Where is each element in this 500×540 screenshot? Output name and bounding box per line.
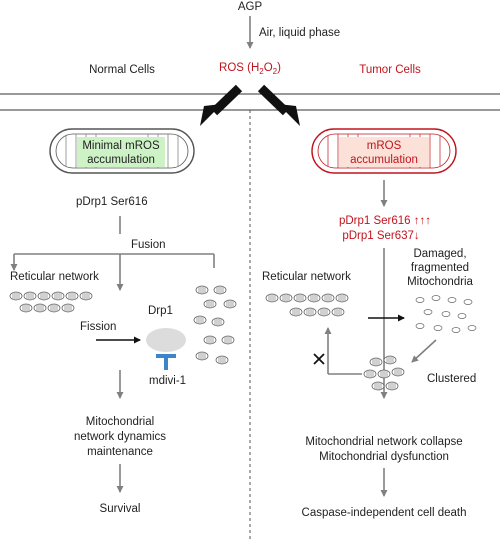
drp1-label: Drp1 <box>148 305 173 317</box>
ros-label: ROS (H2O2) <box>219 62 281 76</box>
tumor-pdrp1-637: pDrp1 Ser637↓ <box>342 230 419 242</box>
tumor-outcome-2: Mitochondrial dysfunction <box>319 451 449 463</box>
block-x-icon <box>313 353 325 365</box>
tumor-outcome-1: Mitochondrial network collapse <box>305 436 462 448</box>
normal-outcome-2: network dynamics <box>74 431 166 443</box>
normal-outcome-1: Mitochondrial <box>86 416 154 428</box>
tumor-mros-label-2: accumulation <box>350 154 418 166</box>
arrow-to-normal <box>200 84 243 126</box>
blocked-fusion-loop <box>324 327 362 375</box>
clustered-label: Clustered <box>427 373 476 385</box>
tumor-fragmented-mitochondria <box>415 295 477 333</box>
cell-death-label: Caspase-independent cell death <box>302 507 467 519</box>
inhibitor-symbol <box>156 354 176 370</box>
tumor-cells-header: Tumor Cells <box>359 64 421 76</box>
survival-label: Survival <box>100 503 141 515</box>
normal-mros-label-1: Minimal mROS <box>82 140 160 152</box>
fission-label: Fission <box>80 321 116 333</box>
normal-mros-label-2: accumulation <box>87 154 155 166</box>
normal-cells-header: Normal Cells <box>89 64 155 76</box>
normal-reticular-label: Reticular network <box>10 271 99 283</box>
drp1-protein <box>146 328 186 352</box>
tumor-reticular-label: Reticular network <box>262 271 351 283</box>
damaged-label-1: Damaged, <box>413 248 466 260</box>
tumor-pdrp1-616: pDrp1 Ser616 ↑↑↑ <box>339 215 431 227</box>
clustered-mitochondria <box>363 355 405 391</box>
tumor-reticular-mitochondria <box>265 293 349 317</box>
normal-mitochondrion <box>49 128 195 174</box>
tumor-mros-label-1: mROS <box>367 140 402 152</box>
fusion-label: Fusion <box>131 239 166 251</box>
damaged-label-3: Mitochondria <box>407 276 473 288</box>
normal-pdrp1-label: pDrp1 Ser616 <box>76 196 148 208</box>
to-clustered-arrow <box>411 339 437 363</box>
normal-outcome-3: maintenance <box>87 446 153 458</box>
damaged-label-2: fragmented <box>411 262 469 274</box>
mdivi-label: mdivi-1 <box>149 375 186 387</box>
fusion-bracket <box>10 253 215 291</box>
normal-fragmented-mitochondria <box>193 285 237 365</box>
tumor-mitochondrion <box>311 128 457 174</box>
condition-label: Air, liquid phase <box>259 27 340 39</box>
source-label: AGP <box>238 1 263 13</box>
normal-reticular-mitochondria <box>9 291 93 313</box>
arrow-to-tumor <box>257 84 300 126</box>
